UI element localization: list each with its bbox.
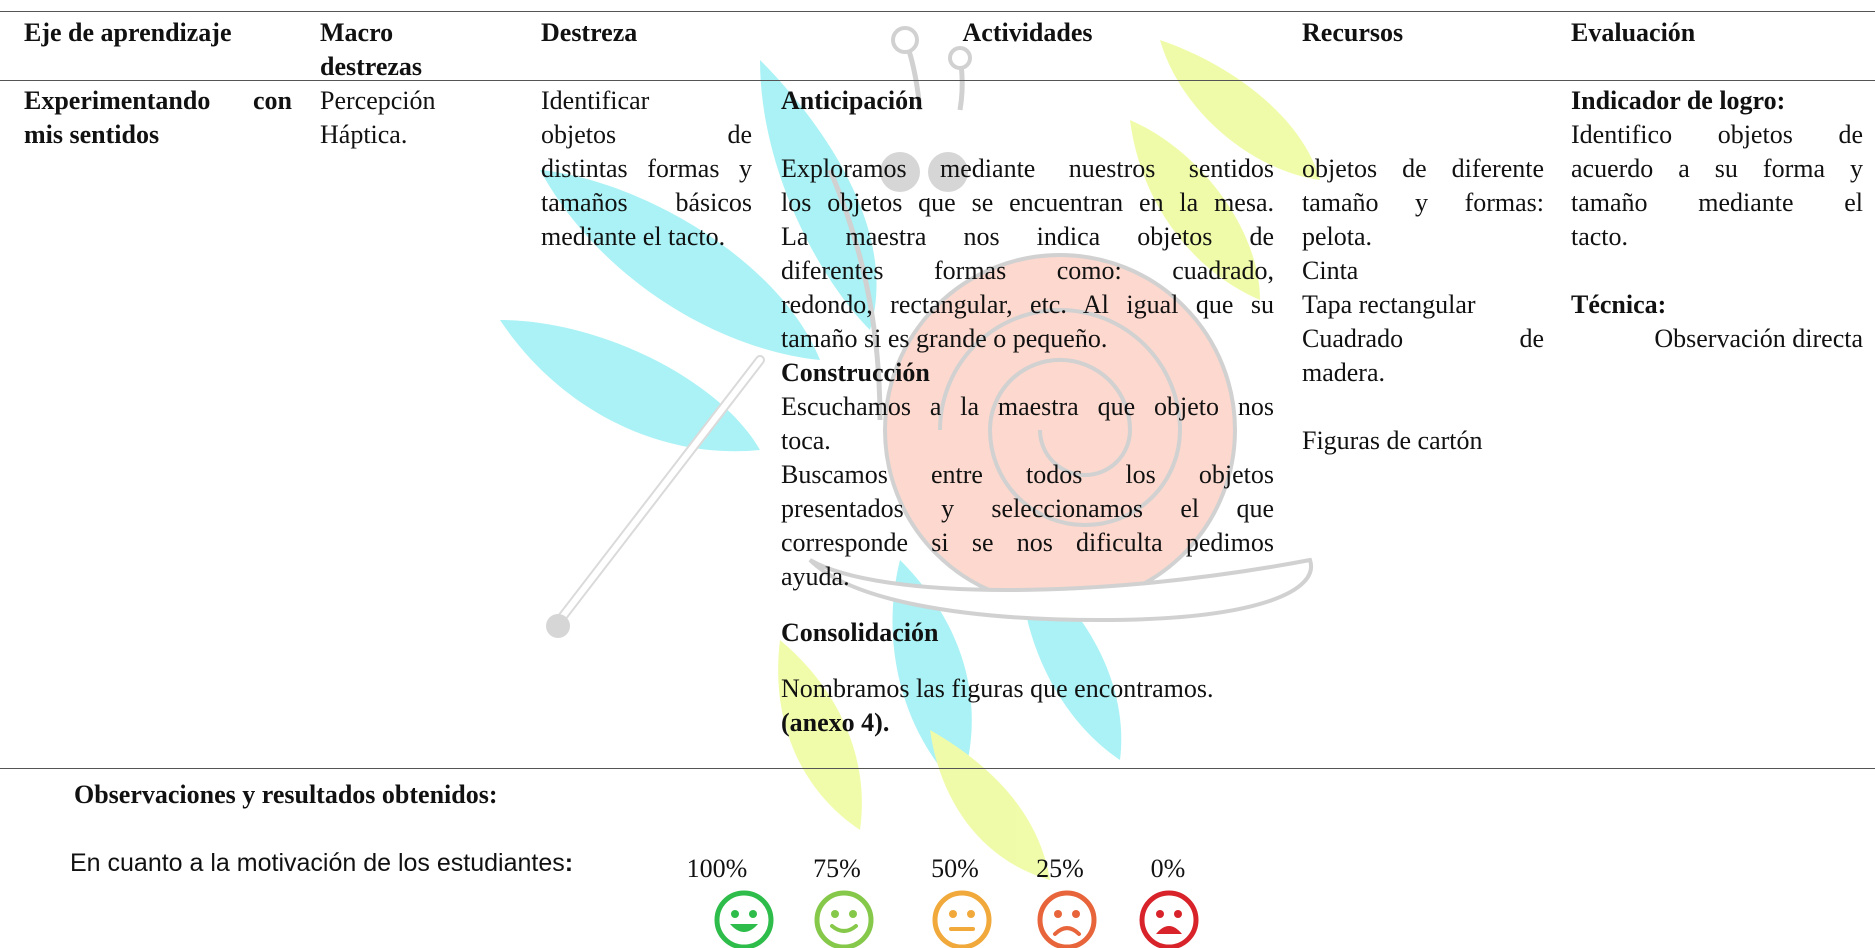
anticipacion-heading: Anticipación xyxy=(781,86,923,115)
cell-recursos: objetos de diferente tamaño y formas: pe… xyxy=(1302,154,1544,455)
rating-label-75: 75% xyxy=(813,854,861,883)
cell-actividades: Anticipación Exploramos mediante nuestro… xyxy=(781,84,1274,740)
rating-label-25: 25% xyxy=(1036,854,1084,883)
rating-label-100: 100% xyxy=(686,854,748,883)
header-recursos: Recursos xyxy=(1302,18,1404,47)
sad-face-icon xyxy=(1037,890,1097,948)
neutral-face-icon xyxy=(932,890,992,948)
header-destreza: Destreza xyxy=(541,18,638,47)
header-eje: Eje de aprendizaje xyxy=(24,18,232,47)
smiling-face-icon xyxy=(814,890,874,948)
header-macro-destrezas: Macro destrezas xyxy=(320,18,423,81)
indicador-heading: Indicador de logro: xyxy=(1571,86,1786,115)
header-evaluacion: Evaluación xyxy=(1571,18,1696,47)
rating-label-50: 50% xyxy=(931,854,979,883)
cell-evaluacion: Indicador de logro: Identifico objetos d… xyxy=(1571,86,1863,353)
observaciones-title: Observaciones y resultados obtenidos: xyxy=(74,780,498,809)
very-sad-face-icon xyxy=(1139,890,1199,948)
tecnica-heading: Técnica: xyxy=(1571,290,1667,319)
motivacion-label: En cuanto a la motivación de los estudia… xyxy=(70,849,574,877)
table-top-rule xyxy=(0,11,1875,12)
cell-macro: Percepción Háptica. xyxy=(320,86,436,149)
anexo-reference: (anexo 4). xyxy=(781,708,890,737)
table-bottom-rule xyxy=(0,768,1875,769)
cell-eje: Experimentando con mis sentidos xyxy=(24,86,292,149)
cell-destreza: Identificar objetos de distintas formas … xyxy=(541,86,752,251)
construccion-heading: Construcción xyxy=(781,358,930,387)
laughing-face-icon xyxy=(714,890,774,948)
header-bottom-rule xyxy=(0,80,1875,81)
rating-label-0: 0% xyxy=(1150,854,1186,883)
header-actividades: Actividades xyxy=(962,18,1093,47)
consolidacion-heading: Consolidación xyxy=(781,618,939,647)
